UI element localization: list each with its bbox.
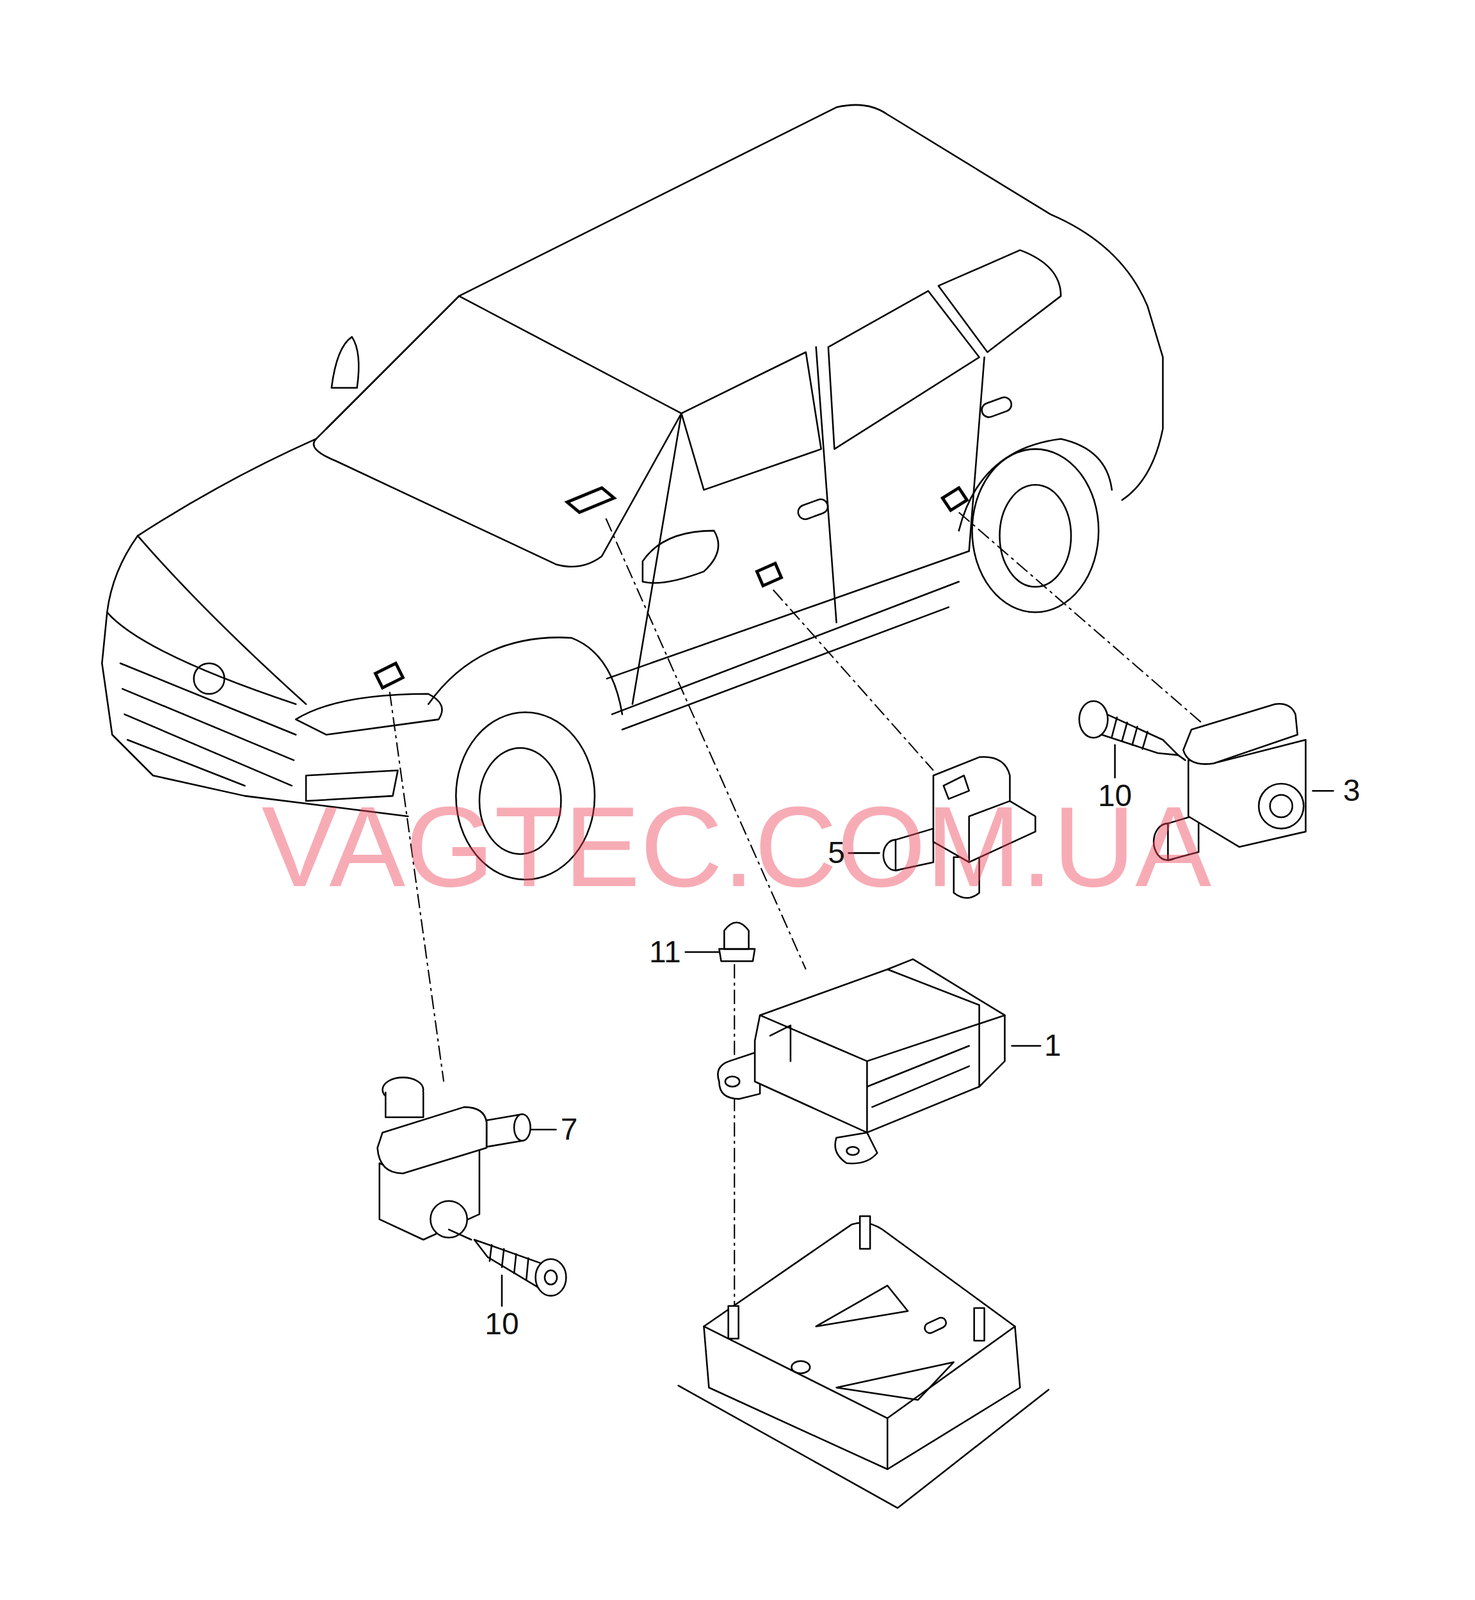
screw-upper (1079, 701, 1186, 760)
callout-number: 5 (827, 837, 846, 869)
callout-number: 7 (560, 1113, 579, 1145)
watermark: VAGTEC.COM.UA (261, 789, 1212, 904)
nut-11 (718, 922, 755, 962)
vehicle-outline (101, 104, 1163, 880)
callout-number: 3 (1343, 775, 1361, 807)
callout-number: 1 (1044, 1030, 1062, 1061)
sensor-7 (377, 1077, 531, 1240)
mounting-bracket (678, 1216, 1049, 1509)
control-unit-1 (717, 959, 1005, 1164)
position-lines (389, 512, 1205, 1317)
callout-number: 11 (649, 936, 682, 968)
screw-lower (448, 1229, 566, 1296)
callout-number: 10 (484, 1308, 519, 1340)
sensor-location-marks (375, 487, 967, 688)
